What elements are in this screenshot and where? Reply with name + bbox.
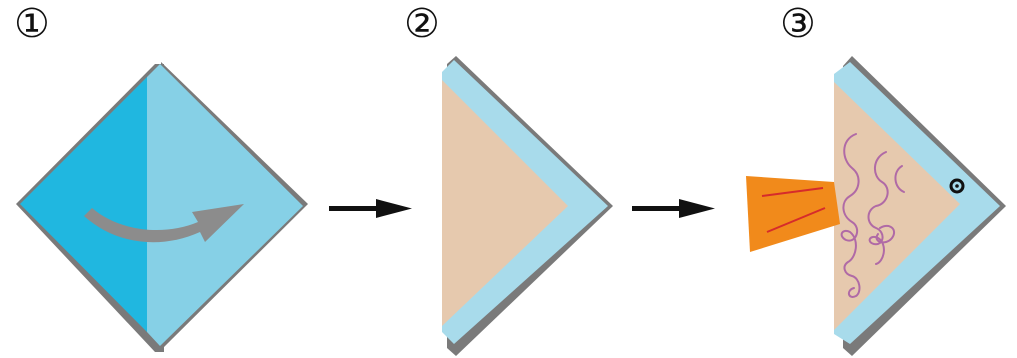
step-1-paper-square-icon	[16, 62, 308, 352]
paper-right-half	[147, 64, 303, 346]
fish-body	[834, 82, 960, 330]
tail-line	[766, 207, 826, 233]
fish-eye-icon	[949, 178, 965, 194]
arrow-right-icon	[329, 199, 412, 218]
tail-line	[761, 187, 824, 197]
arrow-right-icon	[632, 199, 715, 218]
fold-arrow-icon	[84, 204, 244, 243]
step-3-number: ③	[780, 1, 816, 47]
fish-scales	[840, 133, 905, 298]
paper-left-half	[20, 77, 147, 332]
step-2-number: ②	[404, 1, 440, 47]
step-1-number: ①	[14, 1, 50, 47]
paper-back	[442, 80, 568, 326]
step-3-paper-fish-icon	[746, 56, 1006, 356]
step-2-paper-triangle-icon	[442, 56, 613, 356]
fish-tail	[746, 176, 840, 252]
